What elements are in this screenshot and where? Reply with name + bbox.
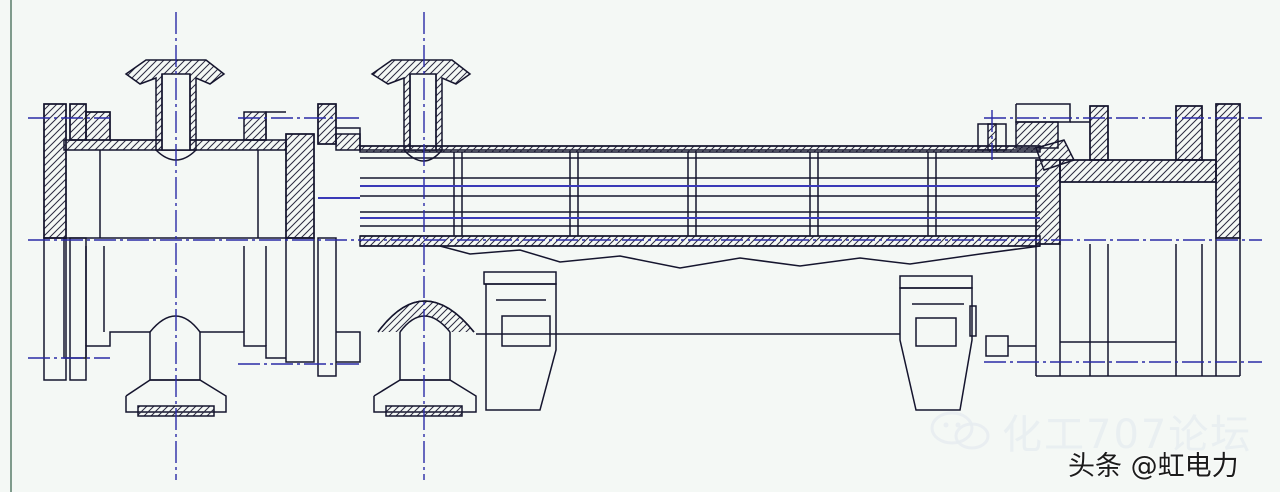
wechat-logo-icon <box>930 411 990 450</box>
center-lines <box>28 12 1262 480</box>
tube-lines <box>318 185 1040 219</box>
outline-drawing <box>43 59 1241 417</box>
watermark-text: 化工707论坛 <box>1002 412 1253 458</box>
author-credit: 头条 @虹电力 <box>1068 451 1239 482</box>
